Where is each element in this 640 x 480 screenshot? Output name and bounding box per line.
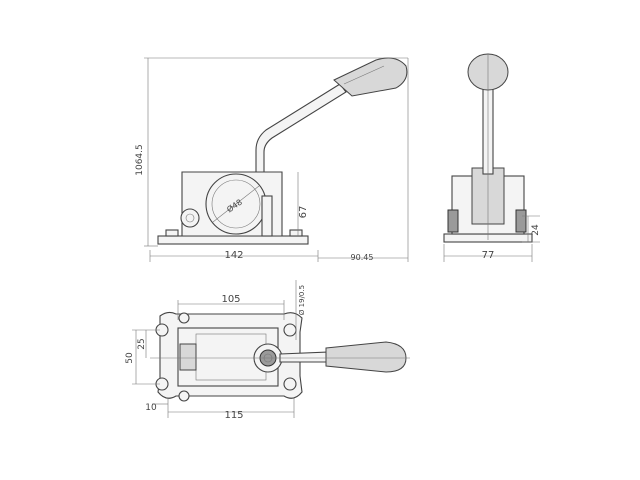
side-handle-grip: [333, 57, 408, 97]
side-bolt: [261, 195, 273, 237]
side-dimensions: 1064.5 67 Ø48 142 90.45: [135, 57, 409, 262]
dim-height-clamp: 67: [298, 206, 309, 219]
top-dimensions: 105 Ø 19/0.5 50 25 10 115: [125, 280, 306, 421]
side-clamp-ring-inner: [211, 179, 261, 229]
front-side-pad-left: [447, 209, 459, 233]
dim-left-spacing-25: 25: [137, 338, 147, 349]
top-hole-bm: [178, 390, 190, 402]
side-base-plate: [157, 235, 309, 245]
side-knob: [180, 208, 200, 228]
dim-top-hole-spacing: 105: [221, 294, 240, 305]
top-slot: [179, 343, 197, 371]
front-view: [443, 53, 533, 243]
dim-height-total: 1064.5: [135, 144, 145, 176]
side-handle-stem: [255, 83, 347, 173]
side-base-foot-left: [165, 229, 179, 237]
dim-left-spacing-50: 50: [125, 352, 135, 364]
dim-angle: 90.45: [351, 253, 374, 262]
top-hole-tr: [283, 323, 297, 337]
top-view: [150, 311, 410, 402]
side-base-foot-right: [289, 229, 303, 237]
dim-height-base: 24: [531, 224, 541, 236]
side-view: [157, 57, 408, 245]
dim-width-side: 142: [224, 250, 243, 261]
dim-bottom-offset: 10: [145, 403, 157, 413]
top-handle-stem: [279, 351, 331, 363]
front-dimensions: 77 24: [443, 215, 541, 262]
front-side-pad-right: [515, 209, 527, 233]
dim-tube-range: Ø 19/0.5: [298, 285, 306, 315]
top-hole-br: [283, 377, 297, 391]
dim-width-front: 77: [482, 250, 495, 261]
top-hole-tm: [178, 312, 190, 324]
dim-bottom-width: 115: [224, 410, 243, 421]
top-handle-grip: [325, 341, 407, 373]
